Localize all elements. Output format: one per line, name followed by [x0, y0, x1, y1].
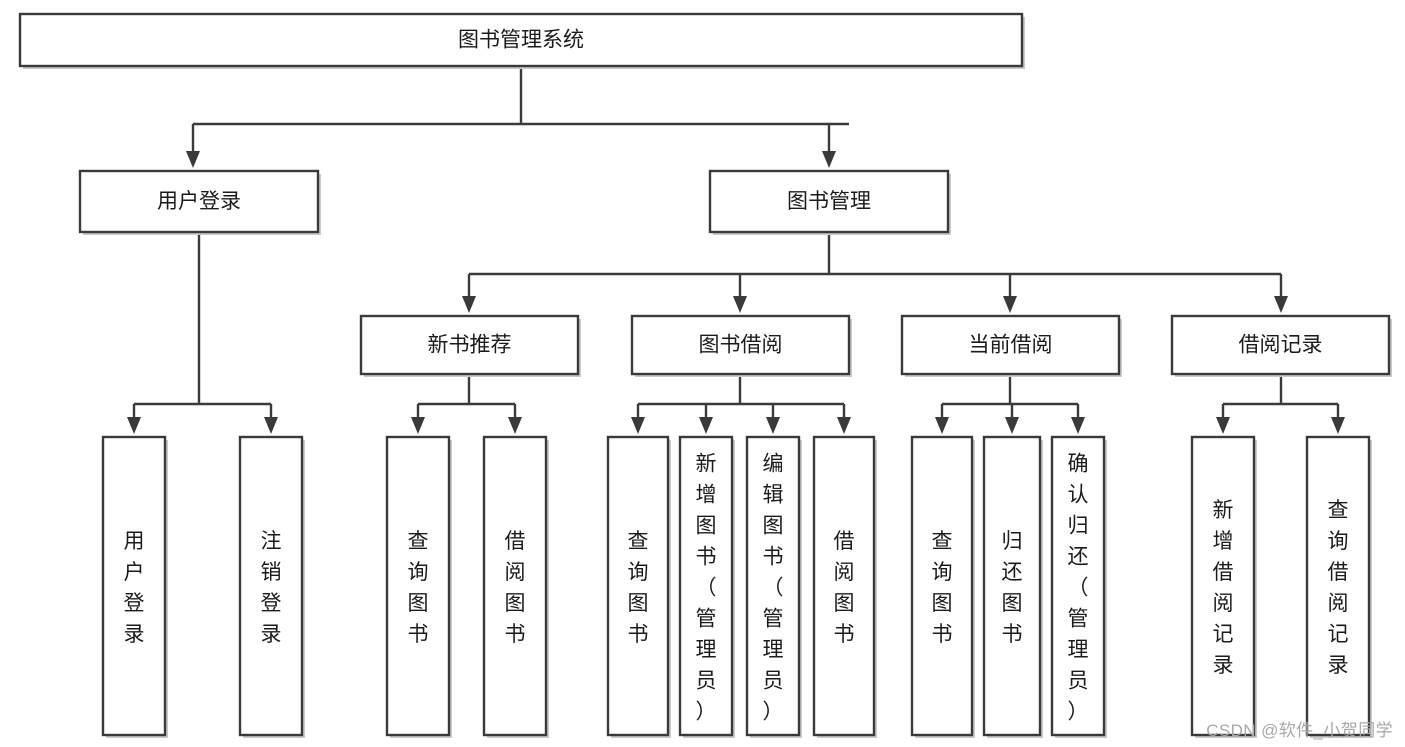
node-box[interactable]: [385, 435, 451, 737]
arrow-head-icon: [631, 417, 645, 434]
arrow-head-layer: [127, 151, 1345, 434]
arrow-head-icon: [1071, 417, 1085, 434]
node-new-book-recommend[interactable]: 新书推荐: [359, 314, 581, 377]
node-box[interactable]: [1190, 435, 1256, 737]
node-root[interactable]: 图书管理系统: [18, 12, 1025, 69]
node-label: 新书推荐: [428, 334, 512, 357]
arrow-head-icon: [837, 417, 851, 434]
node-box[interactable]: [708, 169, 950, 234]
node-box[interactable]: [606, 435, 670, 737]
node-label: 归还图书: [1002, 530, 1023, 646]
node-book-manage[interactable]: 图书管理: [708, 169, 951, 235]
node-label: 查询借阅记录: [1328, 499, 1349, 677]
node-box[interactable]: [1050, 435, 1106, 737]
arrow-head-icon: [699, 417, 713, 434]
arrow-head-icon: [508, 417, 522, 434]
arrow-head-icon: [186, 151, 200, 168]
node-box[interactable]: [630, 314, 851, 376]
node-leaf-borrow-book-rec[interactable]: 借阅图书: [482, 435, 549, 738]
arrow-head-icon: [1005, 417, 1019, 434]
node-box[interactable]: [678, 435, 734, 737]
node-leaf-user-login[interactable]: 用户登录: [101, 435, 168, 738]
node-box[interactable]: [482, 435, 548, 737]
node-leaf-add-borrow-record[interactable]: 新增借阅记录: [1190, 435, 1257, 738]
node-box[interactable]: [78, 169, 320, 234]
node-label: 当前借阅: [969, 334, 1053, 357]
node-box[interactable]: [910, 435, 974, 737]
arrow-head-icon: [127, 417, 141, 434]
node-box[interactable]: [812, 435, 876, 737]
arrow-head-icon: [1003, 296, 1017, 313]
node-current-borrow[interactable]: 当前借阅: [900, 314, 1122, 377]
node-box[interactable]: [1170, 314, 1391, 376]
node-leaf-user-logout[interactable]: 注销登录: [238, 435, 305, 738]
node-label: 确认归还（管理员）: [1068, 453, 1089, 724]
node-leaf-confirm-return-admin[interactable]: 确认归还（管理员）: [1050, 435, 1107, 738]
node-box[interactable]: [18, 12, 1024, 68]
node-label: 查询图书: [932, 530, 953, 646]
arrow-head-icon: [264, 417, 278, 434]
node-label: 借阅图书: [505, 530, 526, 646]
node-label: 用户登录: [124, 530, 145, 646]
node-label: 新增借阅记录: [1213, 499, 1234, 677]
node-label: 借阅记录: [1239, 334, 1323, 357]
arrow-head-icon: [935, 417, 949, 434]
node-leaf-add-book-admin[interactable]: 新增图书（管理员）: [678, 435, 735, 738]
node-label: 查询图书: [408, 530, 429, 646]
node-leaf-edit-book-admin[interactable]: 编辑图书（管理员）: [745, 435, 802, 738]
node-box[interactable]: [982, 435, 1042, 737]
node-leaf-borrow-book[interactable]: 借阅图书: [812, 435, 877, 738]
csdn-watermark: CSDN @软件_小贺同学: [1206, 721, 1393, 740]
arrow-head-icon: [1216, 417, 1230, 434]
arrow-head-icon: [733, 296, 747, 313]
arrow-head-icon: [822, 151, 836, 168]
node-borrow-record[interactable]: 借阅记录: [1170, 314, 1392, 377]
node-leaf-query-book-cur[interactable]: 查询图书: [910, 435, 975, 738]
arrow-head-icon: [411, 417, 425, 434]
arrow-head-icon: [1331, 417, 1345, 434]
node-book-borrow[interactable]: 图书借阅: [630, 314, 852, 377]
node-label: 图书管理: [787, 190, 871, 213]
node-label: 注销登录: [261, 530, 282, 646]
node-user-login[interactable]: 用户登录: [78, 169, 321, 235]
node-box[interactable]: [359, 314, 580, 376]
node-box[interactable]: [101, 435, 167, 737]
node-layer: 图书管理系统用户登录图书管理新书推荐图书借阅当前借阅借阅记录用户登录注销登录查询…: [18, 12, 1392, 738]
node-label: 图书借阅: [699, 334, 783, 357]
node-leaf-query-borrow-record[interactable]: 查询借阅记录: [1305, 435, 1372, 738]
node-label: 图书管理系统: [458, 29, 584, 52]
node-label: 查询图书: [628, 530, 649, 646]
node-box[interactable]: [238, 435, 304, 737]
arrow-head-icon: [1274, 296, 1288, 313]
node-box[interactable]: [745, 435, 801, 737]
node-leaf-query-book-borrow[interactable]: 查询图书: [606, 435, 671, 738]
node-label: 用户登录: [157, 190, 241, 213]
node-leaf-return-book[interactable]: 归还图书: [982, 435, 1043, 738]
node-label: 编辑图书（管理员）: [763, 453, 784, 724]
node-leaf-query-book-rec[interactable]: 查询图书: [385, 435, 452, 738]
node-label: 新增图书（管理员）: [696, 453, 717, 724]
node-label: 借阅图书: [834, 530, 855, 646]
arrow-head-icon: [462, 296, 476, 313]
arrow-head-icon: [766, 417, 780, 434]
node-box[interactable]: [900, 314, 1121, 376]
node-box[interactable]: [1305, 435, 1371, 737]
